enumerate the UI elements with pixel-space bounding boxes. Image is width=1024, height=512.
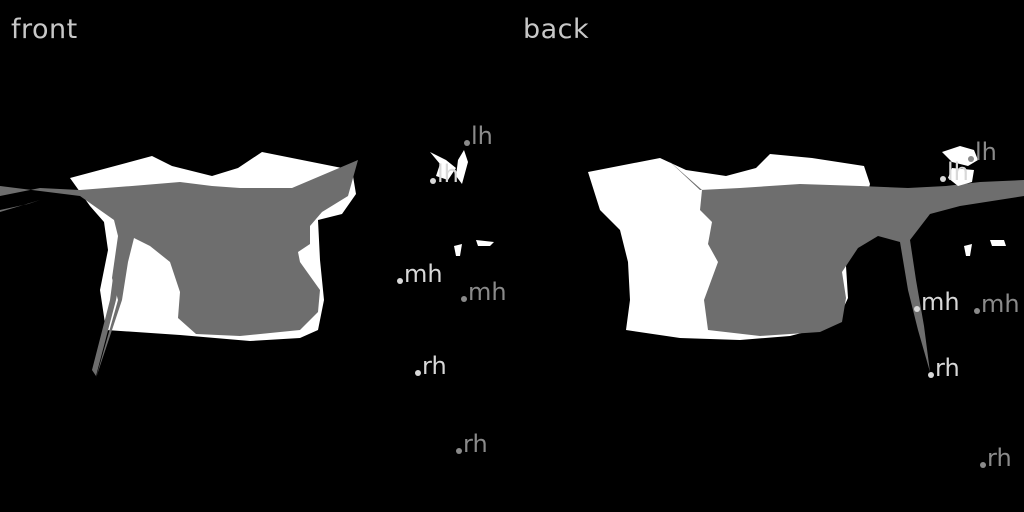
front-garment-inner: [0, 160, 358, 378]
back-view-title: back: [523, 14, 590, 45]
keypoint-dot-icon: [397, 278, 403, 284]
front-garment: [0, 150, 494, 378]
keypoint-dot-icon: [980, 462, 986, 468]
front-fragment-2: [456, 150, 468, 184]
back-keypoint-rh-secondary: rh: [980, 446, 1012, 470]
front-keypoint-mh-secondary: mh: [461, 280, 507, 304]
back-fragment-2: [948, 168, 974, 186]
back-keypoint-rh-primary: rh: [928, 356, 960, 380]
keypoint-dot-icon: [461, 296, 467, 302]
front-keypoint-rh-primary: rh: [415, 354, 447, 378]
back-fragment-4: [964, 244, 972, 256]
back-garment-inner: [668, 160, 1024, 372]
front-fragment-1: [430, 152, 456, 180]
front-garment-strap: [92, 240, 126, 376]
back-keypoint-mh-primary: mh: [914, 290, 960, 314]
keypoint-dot-icon: [464, 140, 470, 146]
front-fragment-4: [454, 244, 462, 256]
keypoint-dot-icon: [974, 308, 980, 314]
back-fragment-3: [990, 240, 1006, 246]
keypoint-dot-icon: [928, 372, 934, 378]
front-view-title: front: [11, 14, 78, 45]
back-keypoint-lh-primary: lh: [940, 160, 969, 184]
front-keypoint-lh-primary: lh: [430, 162, 459, 186]
back-keypoint-lh-secondary: lh: [968, 140, 997, 164]
front-fragment-3: [476, 240, 494, 246]
keypoint-dot-icon: [430, 178, 436, 184]
front-keypoint-lh-secondary: lh: [464, 124, 493, 148]
keypoint-dot-icon: [456, 448, 462, 454]
keypoint-dot-icon: [968, 156, 974, 162]
back-keypoint-mh-secondary: mh: [974, 292, 1020, 316]
front-keypoint-mh-primary: mh: [397, 262, 443, 286]
keypoint-dot-icon: [415, 370, 421, 376]
back-garment: [588, 146, 1024, 372]
keypoint-dot-icon: [914, 306, 920, 312]
front-keypoint-rh-secondary: rh: [456, 432, 488, 456]
keypoint-dot-icon: [940, 176, 946, 182]
